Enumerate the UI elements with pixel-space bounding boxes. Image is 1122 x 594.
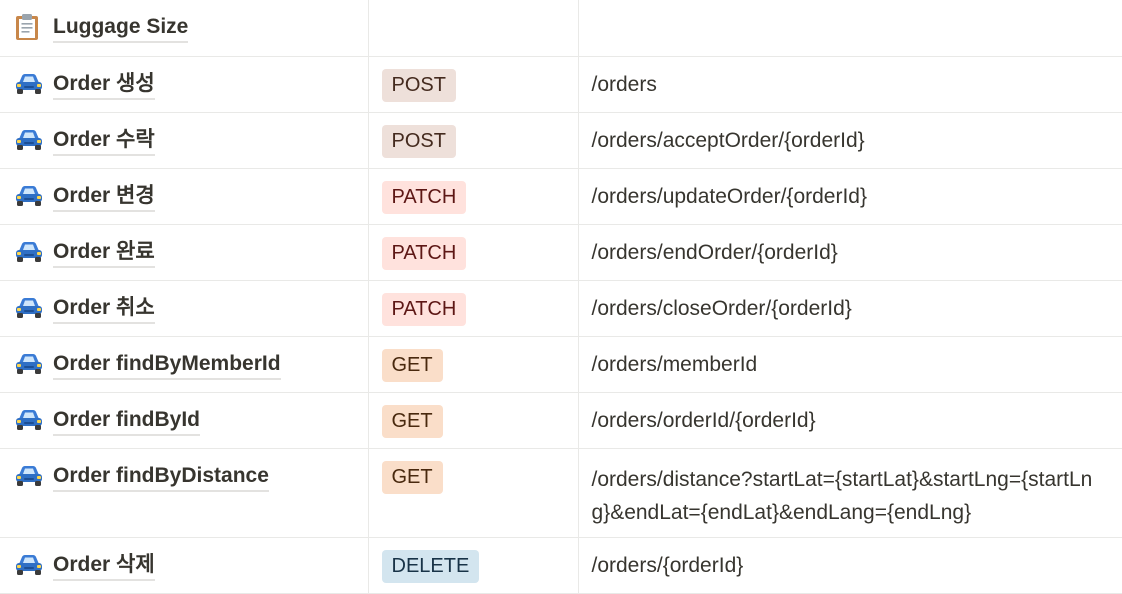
method-cell[interactable]: POST: [368, 56, 579, 113]
page-link[interactable]: Order 삭제: [53, 551, 155, 581]
name-cell[interactable]: Order findByMemberId: [0, 336, 369, 393]
url-cell[interactable]: /orders/{orderId}: [578, 537, 1122, 594]
name-cell[interactable]: Order findByDistance: [0, 448, 369, 538]
method-cell[interactable]: POST: [368, 112, 579, 169]
page-link[interactable]: Order findByDistance: [53, 462, 269, 492]
method-tag: GET: [381, 404, 443, 438]
url-cell[interactable]: /orders/memberId: [578, 336, 1122, 393]
car-icon: [14, 238, 44, 266]
page-link[interactable]: Order 변경: [53, 182, 155, 212]
car-icon: [14, 350, 44, 378]
endpoint-url: /orders/orderId/{orderId}: [591, 408, 816, 432]
method-tag: PATCH: [381, 292, 467, 326]
method-cell[interactable]: PATCH: [368, 168, 579, 225]
method-cell[interactable]: DELETE: [368, 537, 579, 594]
method-tag: DELETE: [381, 549, 480, 583]
method-cell[interactable]: PATCH: [368, 224, 579, 281]
car-icon: [14, 294, 44, 322]
name-cell[interactable]: Order 변경: [0, 168, 369, 225]
table-row[interactable]: Order 수락 POST/orders/acceptOrder/{orderId…: [0, 112, 1122, 169]
endpoint-url: /orders/memberId: [591, 352, 758, 376]
method-tag: POST: [381, 124, 456, 158]
url-cell[interactable]: /orders/endOrder/{orderId}: [578, 224, 1122, 281]
name-cell[interactable]: Order 삭제: [0, 537, 369, 594]
car-icon: [14, 462, 44, 490]
page-link[interactable]: Order 생성: [53, 70, 155, 100]
table-row[interactable]: Order findByMemberId GET/orders/memberId: [0, 336, 1122, 393]
method-tag: PATCH: [381, 236, 467, 270]
endpoint-url: /orders/acceptOrder/{orderId}: [591, 128, 865, 152]
name-cell[interactable]: Order findById: [0, 392, 369, 449]
url-cell[interactable]: /orders: [578, 56, 1122, 113]
page-link[interactable]: Order 취소: [53, 294, 155, 324]
page-link[interactable]: Order 수락: [53, 126, 155, 156]
method-cell[interactable]: [368, 0, 579, 57]
page-link[interactable]: Order findById: [53, 406, 201, 436]
endpoint-url: /orders: [591, 72, 657, 96]
table-row[interactable]: Order 삭제 DELETE/orders/{orderId}: [0, 537, 1122, 594]
table-row[interactable]: Order 취소 PATCH/orders/closeOrder/{orderId…: [0, 280, 1122, 337]
name-cell[interactable]: Order 생성: [0, 56, 369, 113]
table-row[interactable]: Order 변경 PATCH/orders/updateOrder/{orderI…: [0, 168, 1122, 225]
method-cell[interactable]: GET: [368, 392, 579, 449]
method-cell[interactable]: GET: [368, 336, 579, 393]
table-row[interactable]: Order findByDistance GET/orders/distance?…: [0, 448, 1122, 538]
car-icon: [14, 126, 44, 154]
method-cell[interactable]: PATCH: [368, 280, 579, 337]
name-cell[interactable]: Luggage Size: [0, 0, 369, 57]
table-row[interactable]: Order 생성 POST/orders: [0, 56, 1122, 113]
name-cell[interactable]: Order 수락: [0, 112, 369, 169]
url-cell[interactable]: /orders/acceptOrder/{orderId}: [578, 112, 1122, 169]
method-tag: PATCH: [381, 180, 467, 214]
page-link[interactable]: Order 완료: [53, 238, 155, 268]
page-link[interactable]: Luggage Size: [53, 13, 189, 43]
name-cell[interactable]: Order 완료: [0, 224, 369, 281]
table-row[interactable]: Luggage Size: [0, 0, 1122, 57]
table-row[interactable]: Order findById GET/orders/orderId/{orderI…: [0, 392, 1122, 449]
car-icon: [14, 551, 44, 579]
url-cell[interactable]: /orders/distance?startLat={startLat}&sta…: [578, 448, 1122, 538]
table-row[interactable]: Order 완료 PATCH/orders/endOrder/{orderId}: [0, 224, 1122, 281]
endpoint-url: [579, 0, 1122, 14]
endpoint-url: /orders/updateOrder/{orderId}: [591, 184, 868, 208]
url-cell[interactable]: /orders/closeOrder/{orderId}: [578, 280, 1122, 337]
name-cell[interactable]: Order 취소: [0, 280, 369, 337]
method-tag: GET: [381, 460, 443, 494]
car-icon: [14, 406, 44, 434]
endpoint-url: /orders/closeOrder/{orderId}: [591, 296, 852, 320]
page-link[interactable]: Order findByMemberId: [53, 350, 281, 380]
car-icon: [14, 182, 44, 210]
url-cell[interactable]: [578, 0, 1122, 57]
url-cell[interactable]: /orders/updateOrder/{orderId}: [578, 168, 1122, 225]
method-tag: POST: [381, 68, 456, 102]
clipboard-icon: [14, 13, 44, 41]
car-icon: [14, 70, 44, 98]
method-cell[interactable]: GET: [368, 448, 579, 538]
method-tag: GET: [381, 348, 443, 382]
url-cell[interactable]: /orders/orderId/{orderId}: [578, 392, 1122, 449]
endpoint-url: /orders/endOrder/{orderId}: [591, 240, 838, 264]
endpoint-url: /orders/distance?startLat={startLat}&sta…: [591, 467, 1093, 524]
endpoint-url: /orders/{orderId}: [591, 553, 744, 577]
